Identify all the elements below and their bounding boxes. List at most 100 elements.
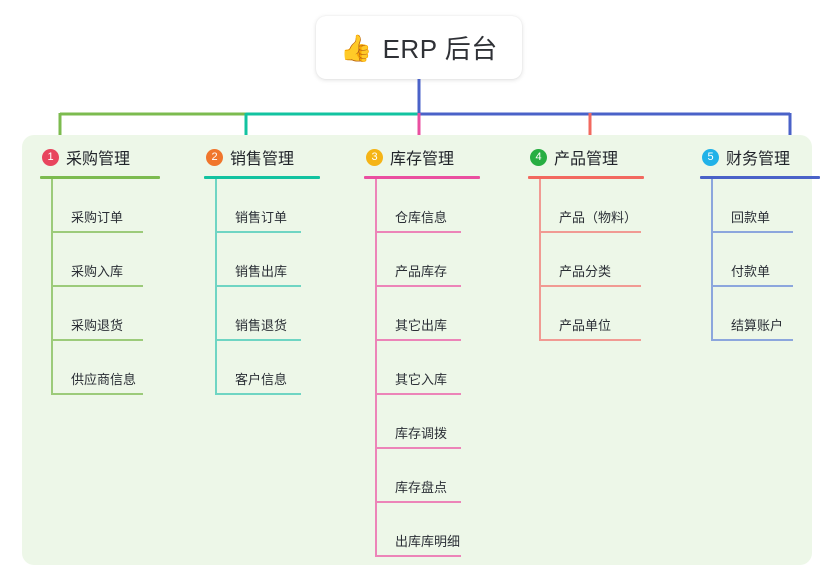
- column-5: 5 财务管理回款单付款单结算账户: [700, 144, 820, 341]
- column-badge-icon: 2: [206, 148, 223, 166]
- column-item[interactable]: 产品分类: [528, 233, 644, 287]
- column-item[interactable]: 付款单: [700, 233, 820, 287]
- column-item[interactable]: 销售出库: [204, 233, 320, 287]
- column-item-rule: [711, 339, 793, 341]
- column-title: 采购管理: [66, 151, 131, 168]
- column-item-label: 销售退货: [235, 318, 288, 333]
- root-node-title: ERP 后台: [382, 34, 498, 64]
- column-title: 库存管理: [390, 151, 455, 168]
- column-item-label: 其它入库: [395, 372, 448, 387]
- column-item-rule: [539, 231, 641, 233]
- column-item-label: 仓库信息: [395, 210, 448, 225]
- column-4: 4 产品管理产品（物料） 产品分类产品单位: [528, 144, 644, 341]
- column-header-rule: [204, 176, 320, 179]
- column-badge-icon: 5: [702, 148, 719, 166]
- column-header-rule: [700, 176, 820, 179]
- column-item-label: 产品单位: [559, 318, 612, 333]
- column-header-rule: [364, 176, 480, 179]
- column-item[interactable]: 产品（物料）: [528, 179, 644, 233]
- column-title: 产品管理: [554, 151, 619, 168]
- column-item-rule: [375, 339, 461, 341]
- column-item-label: 结算账户: [731, 318, 784, 333]
- column-item[interactable]: 客户信息: [204, 341, 320, 395]
- column-item-rule: [375, 285, 461, 287]
- column-header-rule: [528, 176, 644, 179]
- column-item[interactable]: 供应商信息: [40, 341, 160, 395]
- column-badge-icon: 3: [366, 148, 383, 166]
- column-item-label: 销售订单: [235, 210, 288, 225]
- diagram-panel: [22, 135, 812, 565]
- column-item-label: 出库库明细: [395, 534, 461, 549]
- column-item[interactable]: 出库库明细: [364, 503, 480, 557]
- column-item-rule: [711, 231, 793, 233]
- column-spine: [215, 179, 217, 395]
- column-item[interactable]: 其它出库: [364, 287, 480, 341]
- column-item-label: 客户信息: [235, 372, 288, 387]
- column-items: 仓库信息产品库存其它出库其它入库库存调拨库存盘点出库库明细: [364, 179, 480, 557]
- column-item-rule: [539, 285, 641, 287]
- column-item-label: 回款单: [731, 210, 771, 225]
- column-item-rule: [51, 339, 143, 341]
- column-items: 采购订单采购入库采购退货供应商信息: [40, 179, 160, 395]
- column-2: 2 销售管理销售订单销售出库销售退货客户信息: [204, 144, 320, 395]
- column-header-2[interactable]: 2 销售管理: [204, 144, 320, 170]
- column-item[interactable]: 其它入库: [364, 341, 480, 395]
- column-items: 产品（物料） 产品分类产品单位: [528, 179, 644, 341]
- column-spine: [51, 179, 53, 395]
- column-item[interactable]: 销售订单: [204, 179, 320, 233]
- column-items: 回款单付款单结算账户: [700, 179, 820, 341]
- column-item[interactable]: 结算账户: [700, 287, 820, 341]
- column-item[interactable]: 库存调拨: [364, 395, 480, 449]
- column-item-rule: [375, 447, 461, 449]
- column-spine: [375, 179, 377, 557]
- column-item[interactable]: 采购退货: [40, 287, 160, 341]
- column-item-rule: [215, 339, 301, 341]
- thumbs-up-icon: 👍: [340, 32, 373, 63]
- column-3: 3 库存管理仓库信息产品库存其它出库其它入库库存调拨库存盘点出库库明细: [364, 144, 480, 557]
- column-item[interactable]: 采购订单: [40, 179, 160, 233]
- column-item-rule: [375, 555, 461, 557]
- column-item-label: 付款单: [731, 264, 771, 279]
- column-item-rule: [51, 285, 143, 287]
- column-item-label: 采购退货: [71, 318, 124, 333]
- column-item[interactable]: 产品单位: [528, 287, 644, 341]
- column-item[interactable]: 仓库信息: [364, 179, 480, 233]
- column-item[interactable]: 采购入库: [40, 233, 160, 287]
- column-item-label: 其它出库: [395, 318, 448, 333]
- column-header-3[interactable]: 3 库存管理: [364, 144, 480, 170]
- column-badge-icon: 1: [42, 148, 59, 166]
- column-spine: [539, 179, 541, 341]
- column-item-label: 产品（物料）: [559, 210, 638, 225]
- column-items: 销售订单销售出库销售退货客户信息: [204, 179, 320, 395]
- column-item-label: 销售出库: [235, 264, 288, 279]
- column-item-rule: [215, 393, 301, 395]
- column-item-rule: [711, 285, 793, 287]
- column-item[interactable]: 产品库存: [364, 233, 480, 287]
- column-item-label: 产品分类: [559, 264, 612, 279]
- column-1: 1 采购管理采购订单采购入库采购退货供应商信息: [40, 144, 160, 395]
- column-header-rule: [40, 176, 160, 179]
- root-node-card[interactable]: 👍 ERP 后台: [316, 16, 522, 79]
- column-header-1[interactable]: 1 采购管理: [40, 144, 160, 170]
- column-item-label: 库存调拨: [395, 426, 448, 441]
- column-item-rule: [51, 393, 143, 395]
- column-title: 财务管理: [726, 151, 791, 168]
- column-item-rule: [539, 339, 641, 341]
- column-item-rule: [375, 231, 461, 233]
- column-item[interactable]: 库存盘点: [364, 449, 480, 503]
- column-item-label: 产品库存: [395, 264, 448, 279]
- column-spine: [711, 179, 713, 341]
- column-item-rule: [215, 285, 301, 287]
- column-header-5[interactable]: 5 财务管理: [700, 144, 820, 170]
- column-item-label: 库存盘点: [395, 480, 448, 495]
- column-item-rule: [215, 231, 301, 233]
- column-item-label: 采购入库: [71, 264, 124, 279]
- column-item-rule: [375, 393, 461, 395]
- column-item-label: 采购订单: [71, 210, 124, 225]
- column-item-rule: [375, 501, 461, 503]
- column-item[interactable]: 回款单: [700, 179, 820, 233]
- column-item[interactable]: 销售退货: [204, 287, 320, 341]
- column-title: 销售管理: [230, 151, 295, 168]
- column-header-4[interactable]: 4 产品管理: [528, 144, 644, 170]
- column-badge-icon: 4: [530, 148, 547, 166]
